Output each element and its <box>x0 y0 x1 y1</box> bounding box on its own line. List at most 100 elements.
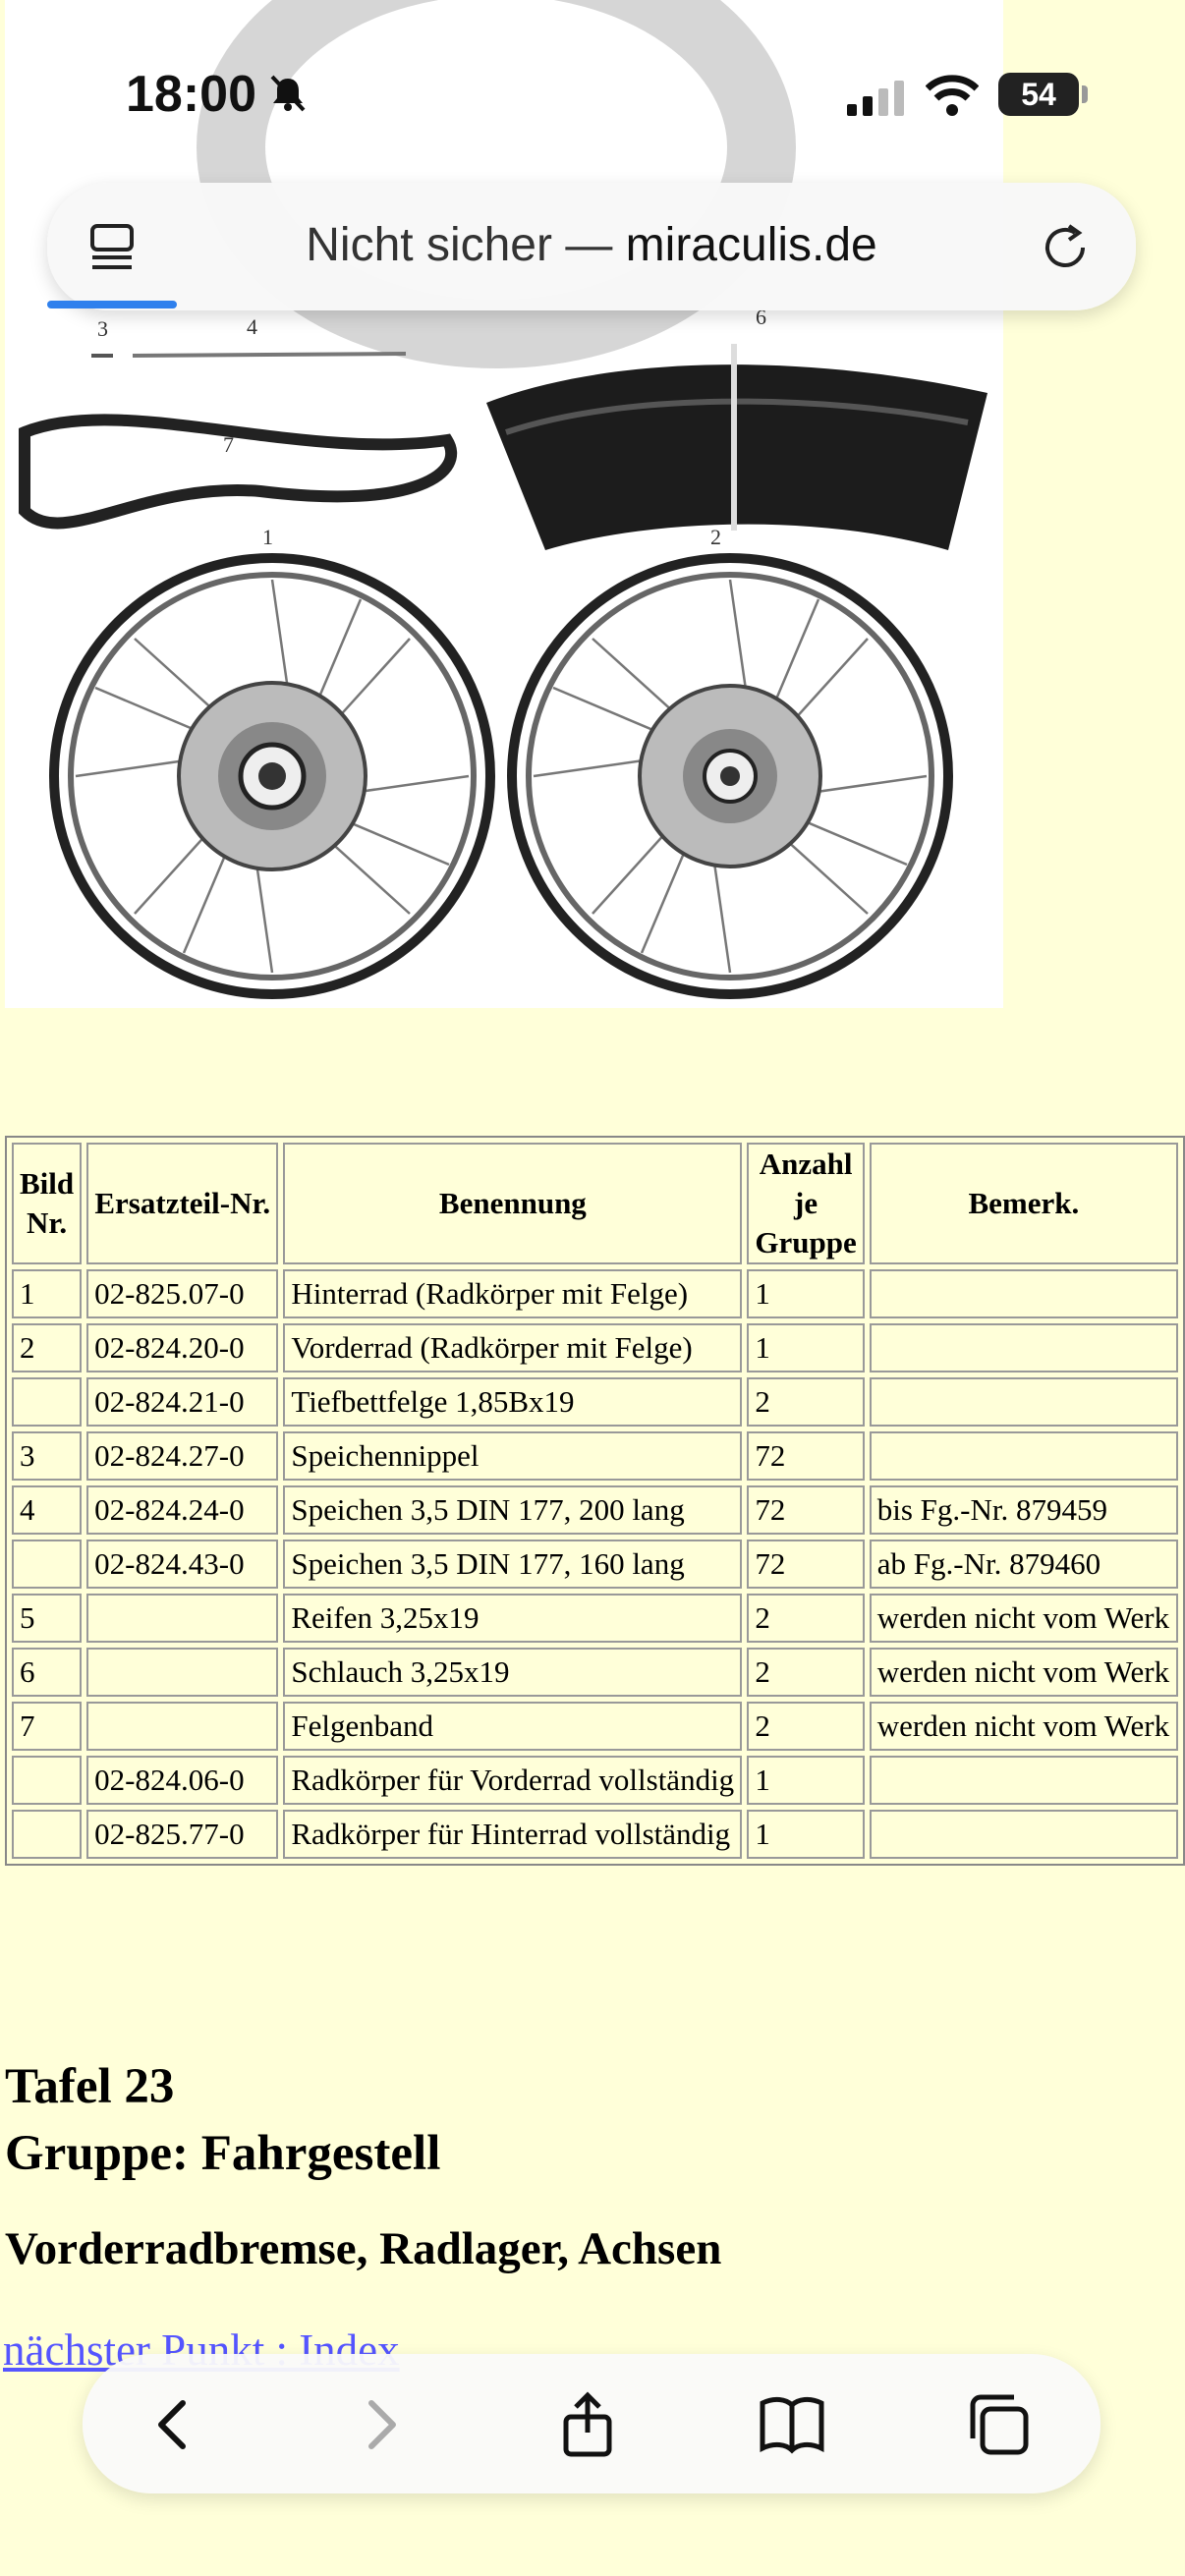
cell-benennung: Schlauch 3,25x19 <box>283 1648 743 1697</box>
wheel-1: 1 <box>49 525 495 999</box>
cell-bild-nr: 3 <box>12 1431 83 1481</box>
page-menu-icon[interactable] <box>88 222 140 273</box>
cell-bild-nr: 2 <box>12 1323 83 1372</box>
cell-benennung: Radkörper für Hinterrad vollständig <box>283 1810 743 1859</box>
cell-bild-nr: 6 <box>12 1648 83 1697</box>
cellular-signal-icon <box>847 81 904 116</box>
tabs-icon[interactable] <box>963 2389 1034 2460</box>
tafel-title: Tafel 23 <box>5 2059 175 2114</box>
cell-bemerk: werden nicht vom Werk <box>869 1648 1178 1697</box>
back-icon[interactable] <box>140 2389 210 2460</box>
parts-table: Bild Nr. Ersatzteil-Nr. Benennung Anzahl… <box>5 1136 1185 1866</box>
fig-label-3: 3 <box>97 316 108 341</box>
cell-anzahl: 2 <box>747 1594 865 1643</box>
fig-label-2: 2 <box>710 525 721 549</box>
fig-label-7: 7 <box>223 432 234 457</box>
cell-bild-nr: 1 <box>12 1269 83 1318</box>
cell-anzahl: 2 <box>747 1702 865 1751</box>
cell-bemerk: ab Fg.-Nr. 879460 <box>869 1540 1178 1589</box>
cell-anzahl: 2 <box>747 1648 865 1697</box>
cell-ersatzteil-nr <box>86 1648 279 1697</box>
cell-benennung: Speichennippel <box>283 1431 743 1481</box>
page-load-progress <box>47 301 177 308</box>
cell-ersatzteil-nr: 02-824.27-0 <box>86 1431 279 1481</box>
bottom-background <box>0 2495 1185 2576</box>
cell-benennung: Radkörper für Vorderrad vollständig <box>283 1756 743 1805</box>
address-bar[interactable]: Nicht sicher — miraculis.de <box>47 183 1136 310</box>
wifi-icon <box>926 75 979 116</box>
cell-anzahl: 1 <box>747 1756 865 1805</box>
cell-bemerk: werden nicht vom Werk <box>869 1702 1178 1751</box>
cell-anzahl: 1 <box>747 1810 865 1859</box>
cell-bild-nr: 7 <box>12 1702 83 1751</box>
cell-bild-nr: 5 <box>12 1594 83 1643</box>
cell-benennung: Hinterrad (Radkörper mit Felge) <box>283 1269 743 1318</box>
wheel-parts-illustration: 3 4 7 6 1 <box>5 0 1003 1008</box>
cell-ersatzteil-nr <box>86 1594 279 1643</box>
cell-bemerk: werden nicht vom Werk <box>869 1594 1178 1643</box>
cell-ersatzteil-nr: 02-824.24-0 <box>86 1485 279 1535</box>
cell-ersatzteil-nr <box>86 1702 279 1751</box>
browser-toolbar <box>83 2354 1100 2493</box>
cell-bemerk <box>869 1431 1178 1481</box>
forward-icon[interactable] <box>344 2389 415 2460</box>
table-header-row: Bild Nr. Ersatzteil-Nr. Benennung Anzahl… <box>12 1143 1178 1264</box>
section-heading: Tafel 23 Gruppe: Fahrgestell <box>5 2053 440 2187</box>
battery-nub <box>1082 85 1088 103</box>
cell-bemerk <box>869 1323 1178 1372</box>
battery-indicator: 54 <box>998 73 1088 116</box>
cell-benennung: Tiefbettfelge 1,85Bx19 <box>283 1377 743 1427</box>
cell-bemerk <box>869 1756 1178 1805</box>
bell-muted-icon <box>270 75 306 112</box>
fig-label-4: 4 <box>247 314 257 339</box>
url-host: miraculis.de <box>625 219 877 271</box>
cell-anzahl: 2 <box>747 1377 865 1427</box>
cell-benennung: Vorderrad (Radkörper mit Felge) <box>283 1323 743 1372</box>
cell-benennung: Felgenband <box>283 1702 743 1751</box>
cell-benennung: Reifen 3,25x19 <box>283 1594 743 1643</box>
header-benennung: Benennung <box>283 1143 743 1264</box>
status-time: 18:00 <box>126 66 256 123</box>
header-bemerk: Bemerk. <box>869 1143 1178 1264</box>
url-text[interactable]: Nicht sicher — miraculis.de <box>47 218 1136 272</box>
cell-ersatzteil-nr: 02-824.20-0 <box>86 1323 279 1372</box>
cell-bild-nr <box>12 1540 83 1589</box>
share-icon[interactable] <box>552 2389 623 2460</box>
cell-bemerk <box>869 1377 1178 1427</box>
cell-ersatzteil-nr: 02-824.43-0 <box>86 1540 279 1589</box>
cell-anzahl: 1 <box>747 1323 865 1372</box>
cell-bemerk: bis Fg.-Nr. 879459 <box>869 1485 1178 1535</box>
cell-benennung: Speichen 3,5 DIN 177, 160 lang <box>283 1540 743 1589</box>
cell-ersatzteil-nr: 02-824.06-0 <box>86 1756 279 1805</box>
cell-anzahl: 72 <box>747 1540 865 1589</box>
fig-label-1: 1 <box>262 525 273 549</box>
cell-bild-nr <box>12 1810 83 1859</box>
status-bar: 18:00 54 <box>0 0 1185 187</box>
cell-bild-nr: 4 <box>12 1485 83 1535</box>
cell-bild-nr <box>12 1756 83 1805</box>
reload-icon[interactable] <box>1038 218 1097 277</box>
cell-ersatzteil-nr: 02-825.07-0 <box>86 1269 279 1318</box>
battery-level: 54 <box>1021 77 1056 112</box>
cell-benennung: Speichen 3,5 DIN 177, 200 lang <box>283 1485 743 1535</box>
cell-ersatzteil-nr: 02-825.77-0 <box>86 1810 279 1859</box>
wheel-2: 2 <box>507 525 953 999</box>
cell-bemerk <box>869 1810 1178 1859</box>
cell-ersatzteil-nr: 02-824.21-0 <box>86 1377 279 1427</box>
bookmarks-icon[interactable] <box>757 2389 827 2460</box>
fig-label-6: 6 <box>756 305 766 329</box>
gruppe-title: Gruppe: Fahrgestell <box>5 2126 441 2181</box>
security-label: Nicht sicher — <box>306 219 613 271</box>
section-subtitle: Vorderradbremse, Radlager, Achsen <box>5 2223 722 2274</box>
